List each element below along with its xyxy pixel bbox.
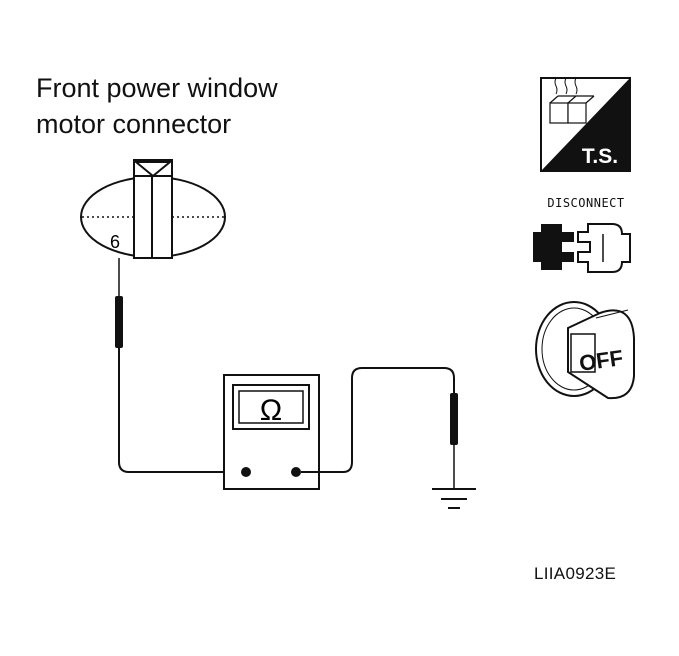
ground-icon	[432, 488, 476, 509]
ts-icon	[540, 77, 631, 172]
ohmmeter	[223, 374, 320, 490]
disconnect-icon	[533, 223, 631, 273]
title-line-2: motor connector	[36, 109, 232, 139]
probe-left	[115, 258, 224, 473]
ohm-symbol: Ω	[260, 394, 282, 427]
title-line-1: Front power window	[36, 73, 278, 103]
probe-right	[301, 367, 458, 488]
ignition-off-icon	[535, 301, 635, 400]
motor-connector	[80, 159, 226, 259]
ts-label: T.S.	[582, 145, 618, 168]
terminal-number: 6	[110, 232, 120, 252]
diagram-title: Front power window motor connector	[36, 70, 278, 142]
disconnect-label: DISCONNECT	[547, 196, 625, 210]
image-code: LIIA0923E	[534, 564, 617, 583]
off-label: OFF	[578, 345, 625, 376]
